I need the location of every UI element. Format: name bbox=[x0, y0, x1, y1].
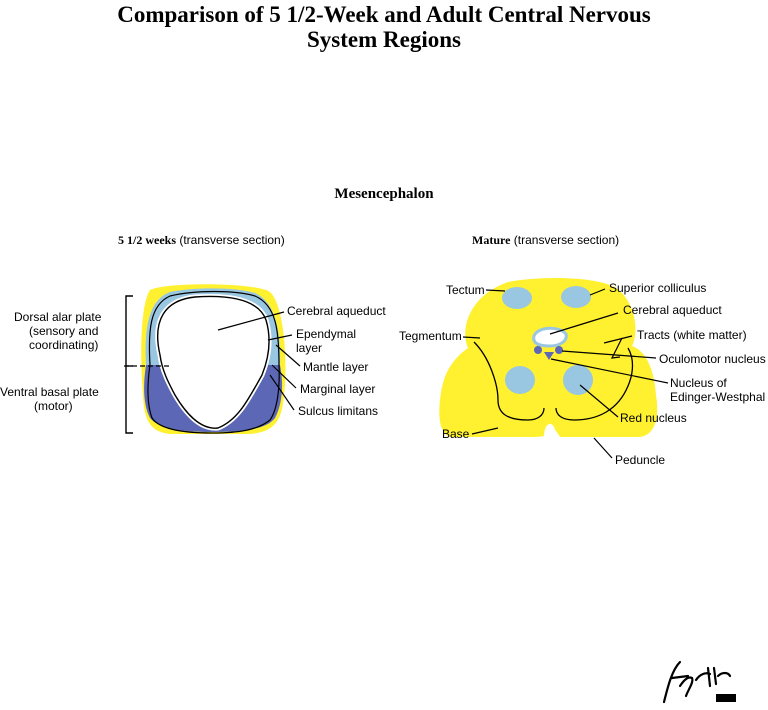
left-subtitle: 5 1/2 weeks (transverse section) bbox=[118, 233, 285, 247]
embryo-cerebral-aqueduct bbox=[156, 295, 270, 429]
left-red-nucleus bbox=[505, 366, 535, 394]
mature-cerebral-aqueduct bbox=[532, 326, 568, 348]
title-line-1: Comparison of 5 1/2-Week and Adult Centr… bbox=[117, 2, 651, 27]
netter-signature-icon bbox=[662, 660, 736, 704]
mantle-layer-label: Mantle layer bbox=[303, 360, 369, 374]
sulcus-limitans-label: Sulcus limitans bbox=[298, 404, 379, 418]
section-title: Mesencephalon bbox=[334, 186, 434, 202]
superior-colliculus-label: Superior colliculus bbox=[609, 281, 707, 295]
plate-bracket bbox=[125, 295, 133, 434]
tectum-label: Tectum bbox=[446, 283, 485, 297]
mature-leader-lines bbox=[462, 288, 669, 459]
embryo-cerebral-aqueduct-label: Cerebral aqueduct bbox=[287, 304, 386, 318]
oculomotor-nucleus-label: Oculomotor nucleus bbox=[659, 352, 766, 366]
edinger-westphal-label: Nucleus of Edinger-Westphal bbox=[670, 376, 766, 404]
tegmentum-label: Tegmentum bbox=[399, 329, 462, 343]
left-oculomotor-nucleus bbox=[534, 346, 542, 354]
edinger-westphal-nucleus bbox=[544, 352, 554, 360]
right-subtitle: Mature (transverse section) bbox=[472, 233, 620, 247]
base-label: Base bbox=[442, 427, 470, 441]
left-peduncle-boundary bbox=[473, 341, 545, 421]
marginal-layer-label: Marginal layer bbox=[300, 382, 376, 396]
embryo-section bbox=[124, 284, 286, 434]
mature-cerebral-aqueduct-label: Cerebral aqueduct bbox=[623, 303, 722, 317]
figure-title: Comparison of 5 1/2-Week and Adult Centr… bbox=[0, 2, 768, 52]
peduncle-label: Peduncle bbox=[615, 453, 666, 467]
right-superior-colliculus bbox=[561, 286, 591, 308]
embryo-leader-lines bbox=[217, 311, 301, 411]
right-peduncle-boundary bbox=[555, 347, 634, 421]
red-nucleus-label: Red nucleus bbox=[620, 411, 687, 425]
embryo-outer-boundary bbox=[147, 290, 280, 434]
title-line-2: System Regions bbox=[307, 27, 461, 52]
right-oculomotor-nucleus bbox=[555, 346, 563, 354]
ependymal-layer-label: Ependymal layer bbox=[296, 327, 357, 355]
dorsal-alar-plate-label: Dorsal alar plate (sensory and coordinat… bbox=[14, 310, 102, 352]
left-superior-colliculus bbox=[502, 287, 532, 309]
right-red-nucleus bbox=[563, 365, 593, 395]
ventral-basal-plate-label: Ventral basal plate (motor) bbox=[0, 385, 99, 413]
tracts-label: Tracts (white matter) bbox=[637, 328, 747, 342]
peduncle-notch bbox=[544, 424, 556, 437]
